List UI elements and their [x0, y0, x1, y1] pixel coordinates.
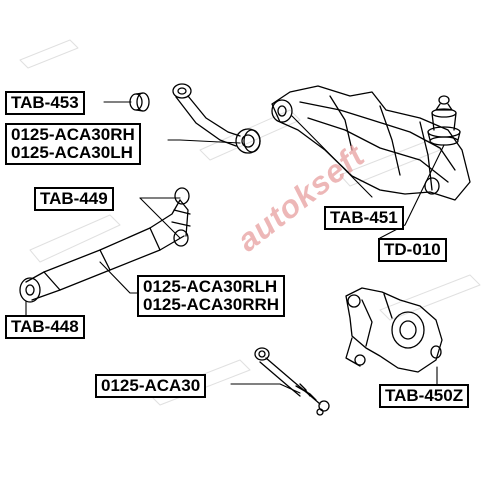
- label-tab-451[interactable]: TAB-451: [324, 206, 404, 230]
- label-aca30lh-text: 0125-ACA30LH: [11, 143, 133, 162]
- upper-arm-drawing: [172, 83, 261, 154]
- label-td-010[interactable]: TD-010: [378, 238, 447, 262]
- label-tab-448[interactable]: TAB-448: [5, 315, 85, 339]
- label-tab-448-text: TAB-448: [11, 317, 79, 336]
- label-aca30rrh-text: 0125-ACA30RRH: [143, 295, 280, 314]
- label-tab-453[interactable]: TAB-453: [5, 91, 85, 115]
- label-tab-453-text: TAB-453: [11, 93, 79, 112]
- label-tab-450z-text: TAB-450Z: [385, 386, 464, 405]
- label-tab-449[interactable]: TAB-449: [34, 187, 114, 211]
- label-tab-449-text: TAB-449: [40, 189, 108, 208]
- background-logo-pattern: [19, 39, 481, 406]
- lateral-rod-drawing: [254, 347, 330, 416]
- label-aca30rh-text: 0125-ACA30RH: [11, 125, 135, 144]
- bushing-tab453-drawing: [129, 92, 150, 112]
- trailing-arm-drawing: [19, 187, 191, 303]
- label-lateral-rod[interactable]: 0125-ACA30: [95, 374, 207, 398]
- mount-td010-drawing: [427, 95, 461, 146]
- label-tab-450z[interactable]: TAB-450Z: [379, 384, 470, 408]
- leader-lines: [25, 101, 445, 394]
- label-aca30-text: 0125-ACA30: [101, 376, 201, 395]
- label-aca30rlh-text: 0125-ACA30RLH: [143, 277, 278, 296]
- label-upper-arm[interactable]: 0125-ACA30RH 0125-ACA30LH: [5, 123, 141, 165]
- label-tab-451-text: TAB-451: [330, 208, 398, 227]
- label-td-010-text: TD-010: [384, 240, 441, 259]
- label-trailing-arm[interactable]: 0125-ACA30RLH 0125-ACA30RRH: [137, 275, 286, 317]
- knuckle-drawing: [345, 287, 443, 373]
